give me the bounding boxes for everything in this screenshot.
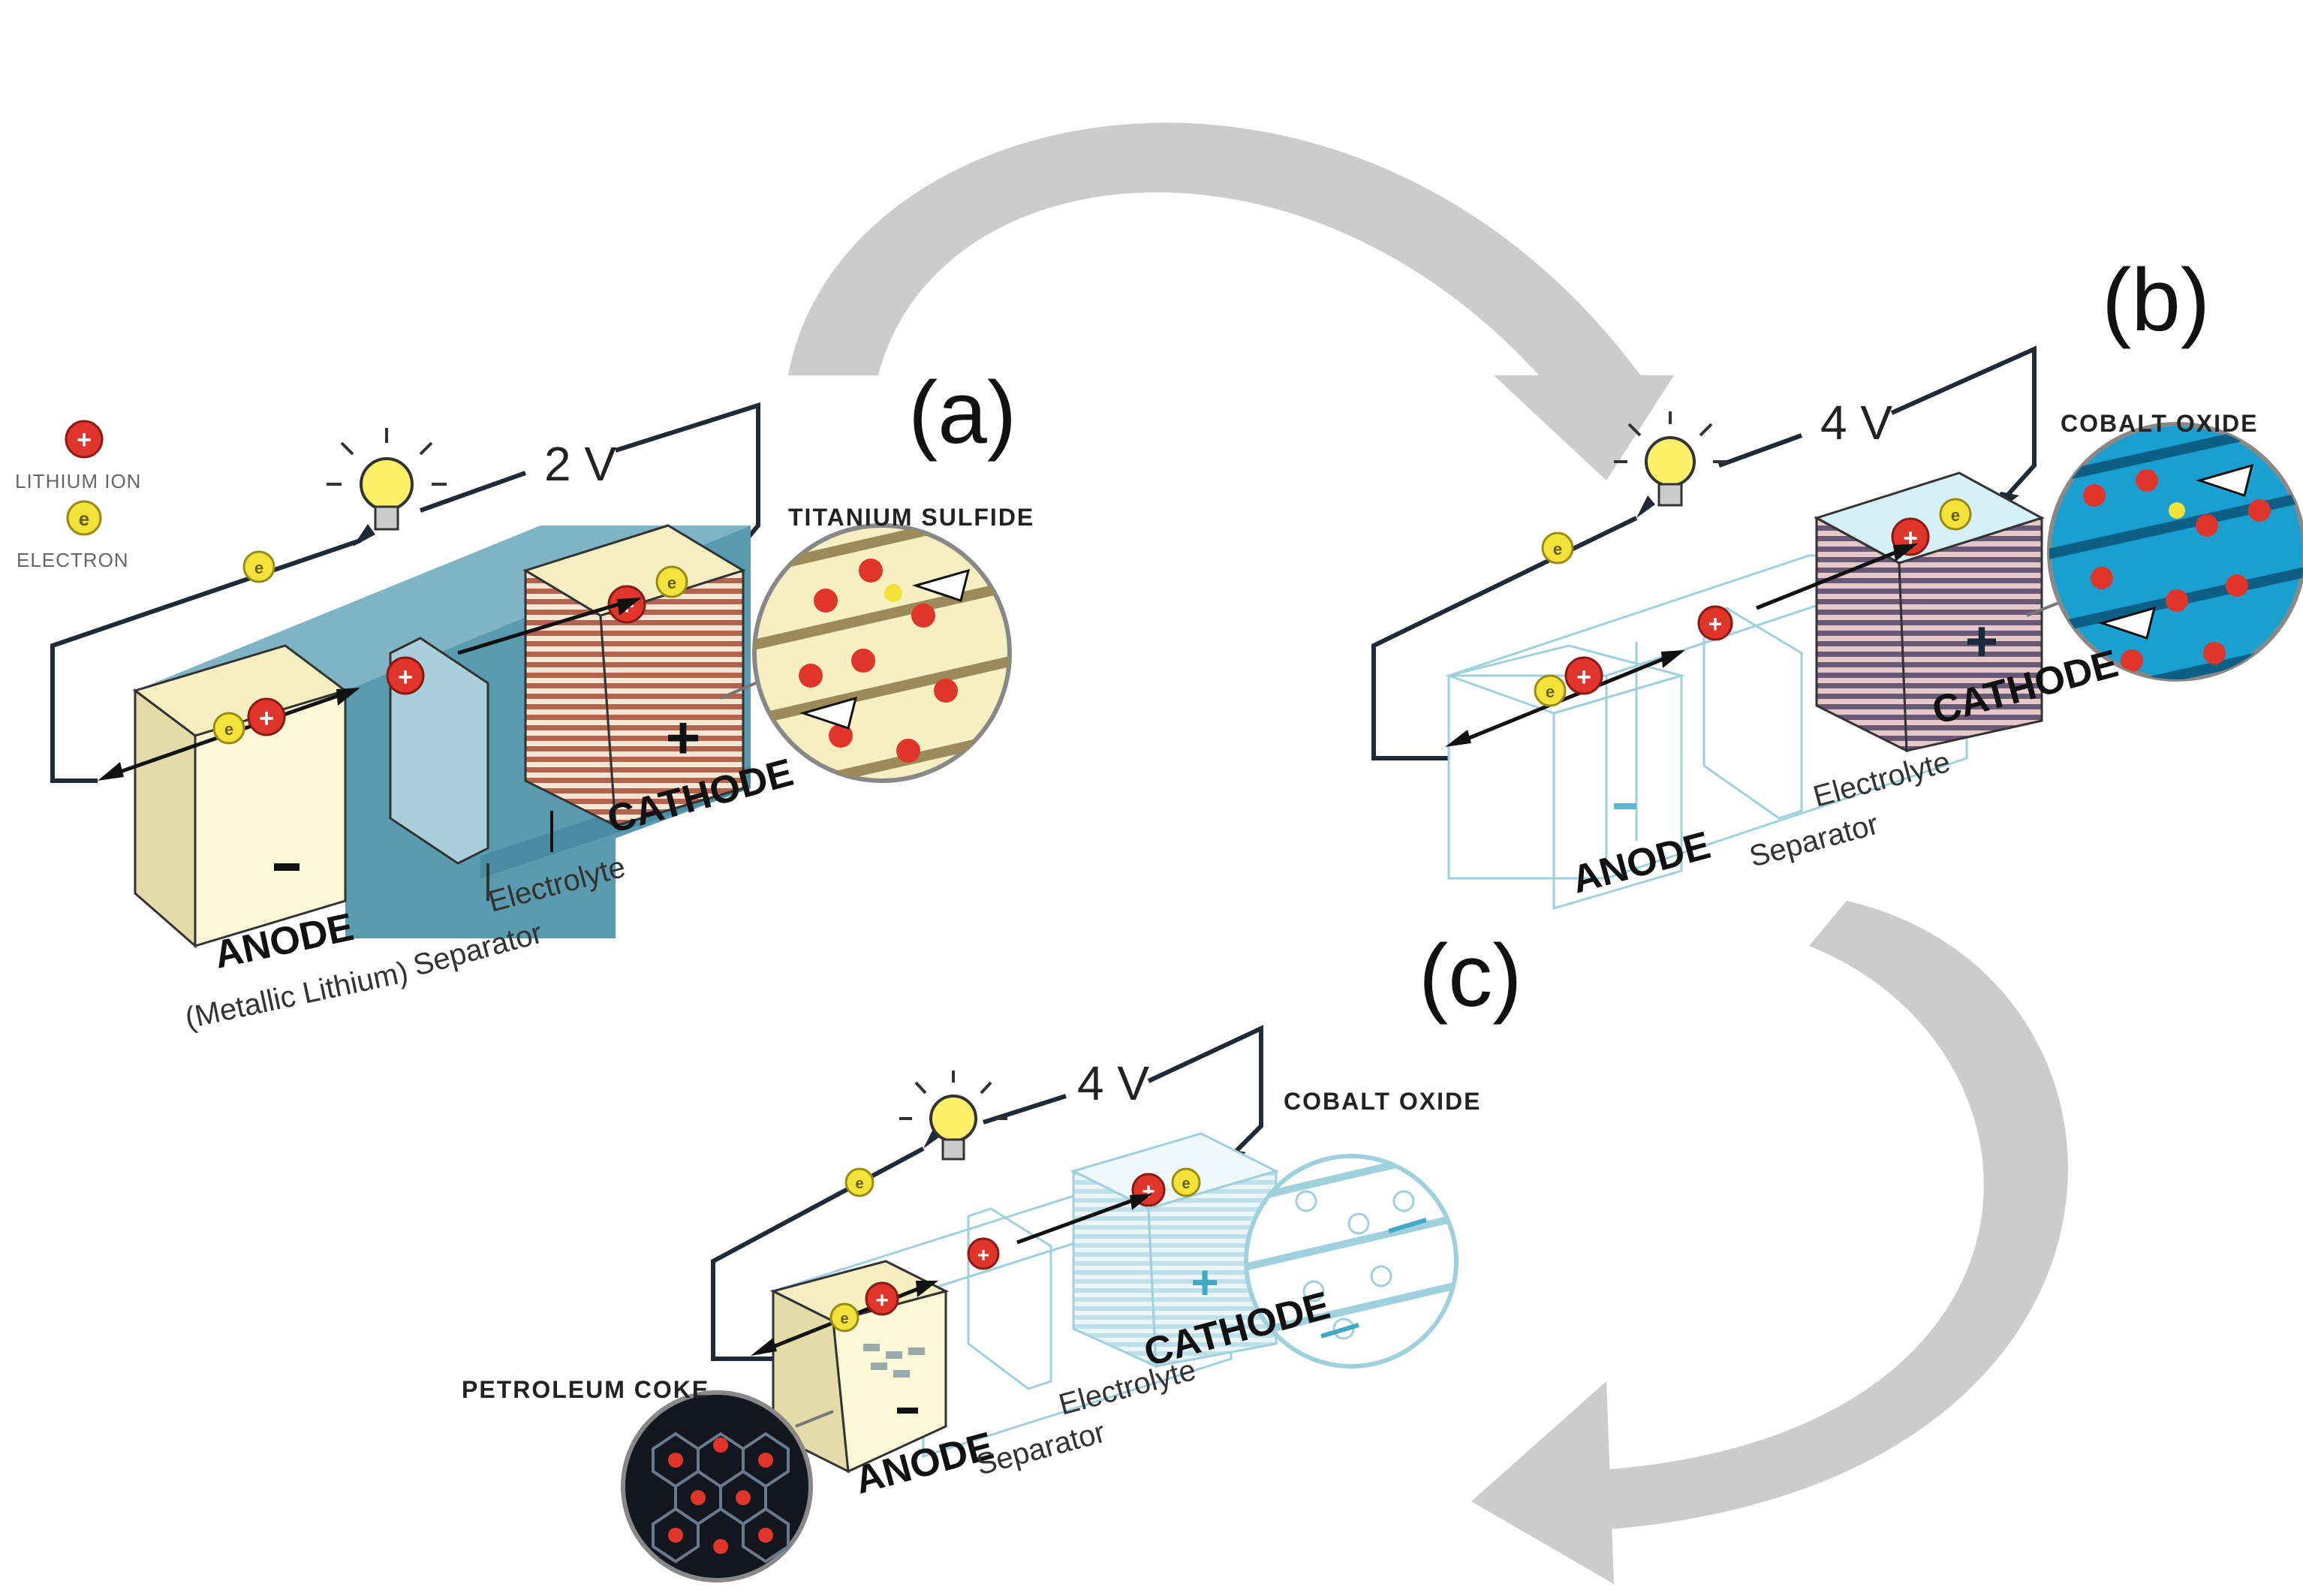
legend: + LITHIUM ION e ELECTRON bbox=[15, 420, 141, 571]
cobalt-oxide-zoom-b bbox=[2047, 422, 2303, 682]
svg-text:+: + bbox=[666, 704, 701, 771]
legend-electron: ELECTRON bbox=[17, 549, 129, 571]
anode-cube-c bbox=[769, 1260, 950, 1474]
lithium-ion-icon: + bbox=[1564, 656, 1603, 695]
svg-text:e: e bbox=[1182, 1176, 1190, 1192]
electron-icon: e bbox=[242, 550, 275, 583]
panel-a: (a) 2 V e bbox=[50, 363, 1034, 1035]
electron-legend-icon: e bbox=[66, 500, 102, 536]
voltage-label-b: 4 V bbox=[1820, 396, 1892, 450]
panel-b-label: (b) bbox=[2102, 251, 2210, 350]
cathode-material-b: COBALT OXIDE bbox=[2061, 410, 2258, 437]
svg-text:+: + bbox=[77, 426, 92, 454]
anode-material-c: PETROLEUM COKE bbox=[462, 1376, 709, 1403]
svg-text:+: + bbox=[1576, 663, 1591, 691]
panel-a-label: (a) bbox=[908, 363, 1016, 462]
electron-icon: e bbox=[1541, 531, 1574, 565]
voltage-label-a: 2 V bbox=[544, 437, 616, 491]
panel-b: (b) 4 V e bbox=[1371, 251, 2303, 911]
electron-icon: e bbox=[844, 1167, 875, 1197]
electron-icon: e bbox=[655, 565, 688, 598]
svg-text:e: e bbox=[1951, 506, 1960, 525]
svg-text:e: e bbox=[1553, 540, 1562, 559]
svg-text:e: e bbox=[855, 1176, 863, 1192]
electron-icon: e bbox=[1939, 498, 1972, 531]
lightbulb-icon bbox=[327, 428, 447, 531]
svg-text:e: e bbox=[254, 559, 263, 577]
svg-text:+: + bbox=[977, 1243, 989, 1266]
svg-text:e: e bbox=[224, 720, 233, 739]
cathode-material-a: TITANIUM SULFIDE bbox=[788, 504, 1034, 531]
lithium-ion-legend-icon: + bbox=[65, 420, 104, 459]
electron-icon: e bbox=[212, 712, 245, 745]
separator-label-c: Separator bbox=[973, 1416, 1109, 1482]
panel-c: (c) 4 V e bbox=[462, 926, 1522, 1582]
circuit-wire-b bbox=[1371, 516, 1638, 760]
anode-sub-label-a: (Metallic Lithium) bbox=[182, 956, 411, 1035]
lightbulb-icon bbox=[1614, 411, 1726, 507]
svg-text:+: + bbox=[398, 663, 413, 691]
titanium-sulfide-zoom bbox=[752, 523, 1012, 783]
svg-text:+: + bbox=[1965, 610, 1998, 673]
electron-icon: e bbox=[1534, 674, 1567, 707]
svg-text:+: + bbox=[1191, 1255, 1218, 1309]
svg-text:+: + bbox=[259, 704, 274, 733]
svg-text:+: + bbox=[1708, 610, 1723, 637]
anode-label-b: ANODE bbox=[1567, 824, 1714, 902]
voltage-label-c: 4 V bbox=[1077, 1056, 1149, 1110]
svg-text:e: e bbox=[667, 574, 676, 592]
lithium-ion-icon: + bbox=[386, 656, 425, 695]
electron-icon: e bbox=[1171, 1167, 1201, 1197]
svg-text:e: e bbox=[79, 507, 89, 530]
circuit-wire-a bbox=[50, 538, 361, 783]
arrow-b-to-c bbox=[1471, 901, 2068, 1584]
lithium-ion-icon: + bbox=[967, 1237, 1000, 1270]
lithium-ion-icon: + bbox=[1697, 605, 1733, 641]
lithium-ion-icon: + bbox=[247, 697, 286, 736]
legend-lithium-ion: LITHIUM ION bbox=[15, 470, 141, 492]
cathode-block-a: + bbox=[522, 524, 746, 828]
cathode-material-c: COBALT OXIDE bbox=[1284, 1088, 1481, 1115]
separator-label-b: Separator bbox=[1746, 808, 1882, 874]
electron-icon: e bbox=[829, 1302, 859, 1333]
svg-text:e: e bbox=[840, 1311, 848, 1327]
panel-c-label: (c) bbox=[1419, 926, 1522, 1025]
petroleum-coke-zoom bbox=[621, 1390, 813, 1582]
svg-text:+: + bbox=[875, 1288, 889, 1313]
svg-text:e: e bbox=[1546, 682, 1555, 701]
arrow-a-to-b bbox=[788, 122, 1674, 480]
anode-cube-a bbox=[132, 644, 348, 949]
lightbulb-icon bbox=[899, 1071, 1007, 1161]
circuit-wire-c bbox=[711, 1146, 925, 1361]
lithium-ion-icon: + bbox=[865, 1281, 899, 1316]
cathode-block-c: + bbox=[1070, 1132, 1280, 1369]
electrolyte-label-b: Electrolyte bbox=[1810, 745, 1954, 814]
separator-a bbox=[389, 637, 489, 865]
cobalt-oxide-zoom-c bbox=[1244, 1154, 1459, 1369]
